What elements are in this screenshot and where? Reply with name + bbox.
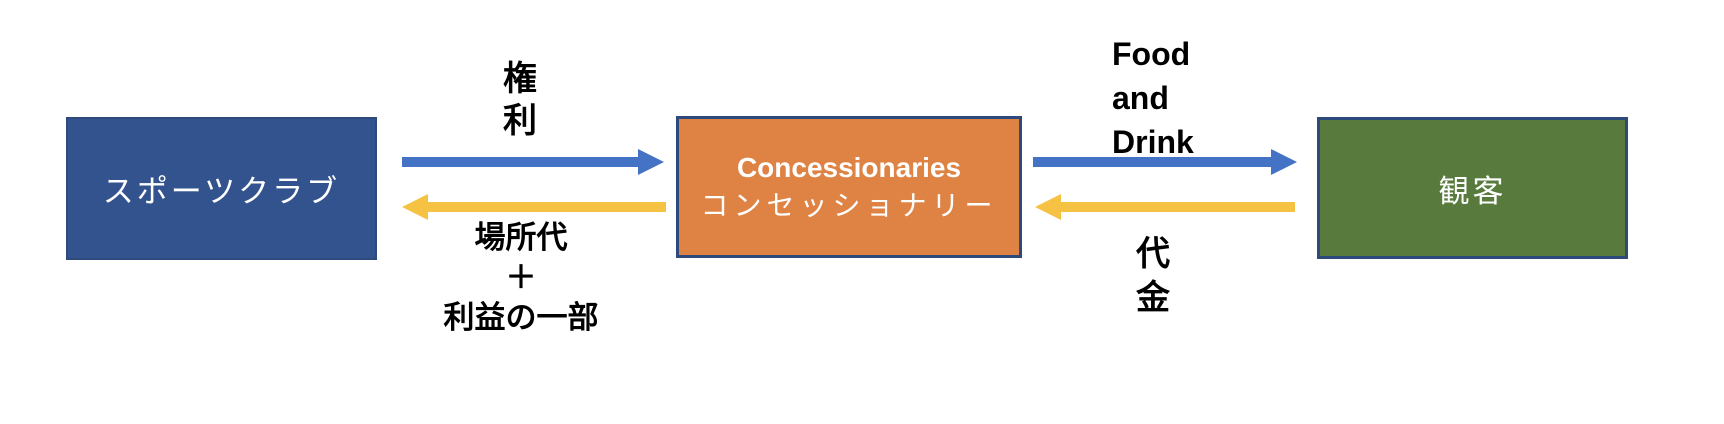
left-arrowhead-icon — [1035, 194, 1061, 220]
node-audience-label: 観客 — [1438, 173, 1507, 209]
label-venue-fee-and-profit-share: 場所代 ＋ 利益の一部 — [443, 220, 599, 335]
left-arrowhead-icon — [402, 194, 428, 220]
node-concessionaries-label-ja: コンセッショナリー — [700, 190, 998, 221]
node-concessionaries-label-en: Concessionaries — [736, 152, 962, 183]
node-sports-club-label: スポーツクラブ — [102, 174, 341, 209]
arrow-club-to-concessionaries-shaft — [402, 157, 638, 167]
node-sports-club: スポーツクラブ — [66, 117, 377, 260]
arrow-audience-to-concessionaries-shaft — [1061, 202, 1295, 212]
label-food-and-drink: Food and Drink — [1112, 36, 1194, 160]
right-arrowhead-icon — [1271, 149, 1297, 175]
node-concessionaries: Concessionaries コンセッショナリー — [676, 116, 1022, 258]
arrow-concessionaries-to-club-shaft — [428, 202, 666, 212]
label-rights: 権 利 — [503, 60, 537, 140]
label-payment: 代 金 — [1136, 235, 1170, 317]
node-audience: 観客 — [1317, 117, 1628, 259]
arrow-concessionaries-to-audience-shaft — [1033, 157, 1271, 167]
right-arrowhead-icon — [638, 149, 664, 175]
